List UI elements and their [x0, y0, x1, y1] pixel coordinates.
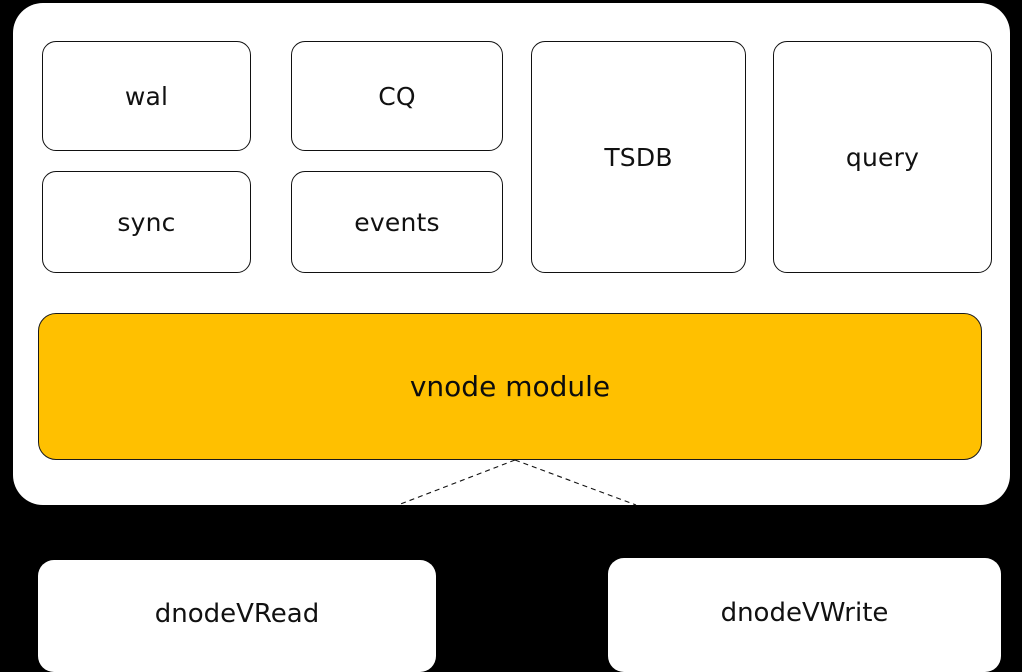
- module-box-tsdb[interactable]: TSDB: [531, 41, 746, 273]
- module-label-wal: wal: [124, 81, 169, 111]
- vnode-module-bar[interactable]: vnode module: [38, 313, 982, 460]
- module-box-query[interactable]: query: [773, 41, 992, 273]
- module-label-query: query: [845, 142, 920, 172]
- module-label-tsdb: TSDB: [604, 142, 673, 172]
- dnode-box-dnodevwrite[interactable]: dnodeVWrite: [608, 558, 1001, 672]
- dnode-label-dnodevwrite: dnodeVWrite: [720, 598, 889, 628]
- vnode-container: wal CQ sync events TSDB query vnode modu…: [13, 3, 1010, 505]
- dnode-label-dnodevread: dnodeVRead: [154, 599, 320, 629]
- vnode-module-label: vnode module: [409, 369, 611, 403]
- module-label-cq: CQ: [378, 81, 416, 111]
- module-box-cq[interactable]: CQ: [291, 41, 503, 151]
- module-label-events: events: [354, 207, 440, 237]
- module-label-sync: sync: [117, 207, 176, 237]
- module-box-wal[interactable]: wal: [42, 41, 251, 151]
- dnode-box-dnodevread[interactable]: dnodeVRead: [38, 560, 436, 672]
- module-box-sync[interactable]: sync: [42, 171, 251, 273]
- module-box-events[interactable]: events: [291, 171, 503, 273]
